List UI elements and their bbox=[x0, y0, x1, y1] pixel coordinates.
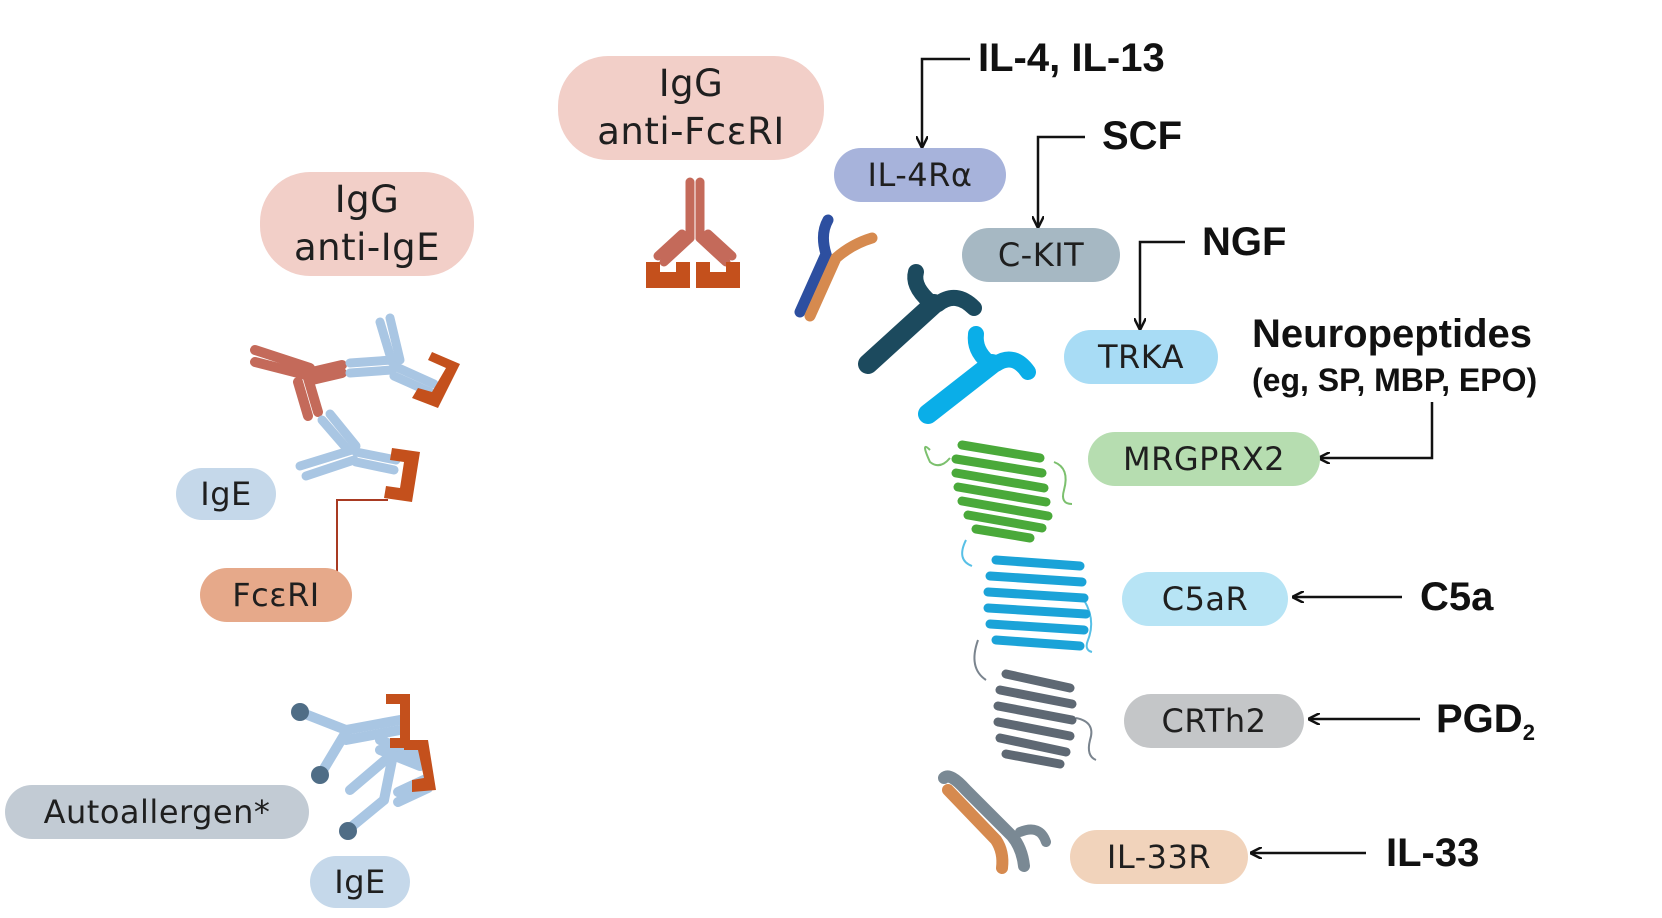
igg-anti-ige-line1: IgG bbox=[334, 178, 400, 221]
ligand-pgd2-subscript: 2 bbox=[1522, 720, 1535, 745]
ige-antibody-upper bbox=[345, 313, 460, 408]
ligand-neuropeptides-examples: (eg, SP, MBP, EPO) bbox=[1252, 362, 1538, 398]
arrow-ngf-to-trka bbox=[1140, 240, 1185, 328]
fceri-pill: FcεRI bbox=[200, 568, 352, 622]
ligand-il4-il13: IL-4, IL-13 bbox=[978, 36, 1165, 80]
igg-anti-ige-line2: anti-IgE bbox=[293, 226, 441, 269]
arrows bbox=[922, 57, 1434, 853]
fceri-pointer-line bbox=[336, 499, 388, 575]
ligand-ngf: NGF bbox=[1202, 220, 1287, 264]
crth2-pill: CRTh2 bbox=[1124, 694, 1304, 748]
ige-antibody-middle bbox=[295, 409, 420, 502]
ligand-neuropeptides: Neuropeptides bbox=[1252, 312, 1533, 356]
trka-pill: TRKA bbox=[1064, 330, 1218, 384]
ckit-receptor bbox=[858, 264, 982, 374]
igg-antibody-left bbox=[250, 345, 347, 421]
ckit-pill: C-KIT bbox=[962, 228, 1120, 282]
crth2-receptor bbox=[973, 639, 1097, 769]
ligand-c5a: C5a bbox=[1420, 575, 1494, 619]
igg-anti-fceri-line2: anti-FcεRI bbox=[597, 110, 785, 153]
arrow-neuropeptides-to-mrgprx2 bbox=[1320, 402, 1434, 458]
ligand-pgd2-base: PGD bbox=[1436, 697, 1523, 741]
il33r-pill: IL-33R bbox=[1070, 830, 1248, 884]
autoallergen-complex bbox=[291, 694, 436, 840]
ige-pill-lower: IgE bbox=[310, 856, 410, 908]
il33r-receptor bbox=[938, 770, 1051, 874]
ligand-il33: IL-33 bbox=[1386, 831, 1480, 875]
igg-anti-ige-pill: IgG anti-IgE bbox=[260, 172, 474, 276]
arrow-il4-to-il4ra bbox=[922, 57, 970, 146]
mrgprx2-receptor bbox=[924, 440, 1073, 543]
trka-receptor bbox=[918, 326, 1036, 424]
ige-pill-upper: IgE bbox=[176, 468, 276, 520]
c5ar-receptor bbox=[961, 539, 1093, 653]
ligand-pgd2: PGD2 bbox=[1436, 697, 1535, 746]
igg-anti-fceri-pill: IgG anti-FcεRI bbox=[558, 56, 824, 160]
autoallergen-pill: Autoallergen* bbox=[5, 785, 309, 839]
il4ra-receptor bbox=[794, 214, 878, 322]
igg-anti-fceri-antibody bbox=[646, 177, 740, 288]
c5ar-pill: C5aR bbox=[1122, 572, 1288, 626]
il4ra-pill: IL-4Rα bbox=[834, 148, 1006, 202]
arrow-scf-to-ckit bbox=[1038, 135, 1085, 226]
igg-anti-fceri-line1: IgG bbox=[658, 62, 724, 105]
ligand-scf: SCF bbox=[1102, 114, 1182, 158]
mrgprx2-pill: MRGPRX2 bbox=[1088, 432, 1320, 486]
